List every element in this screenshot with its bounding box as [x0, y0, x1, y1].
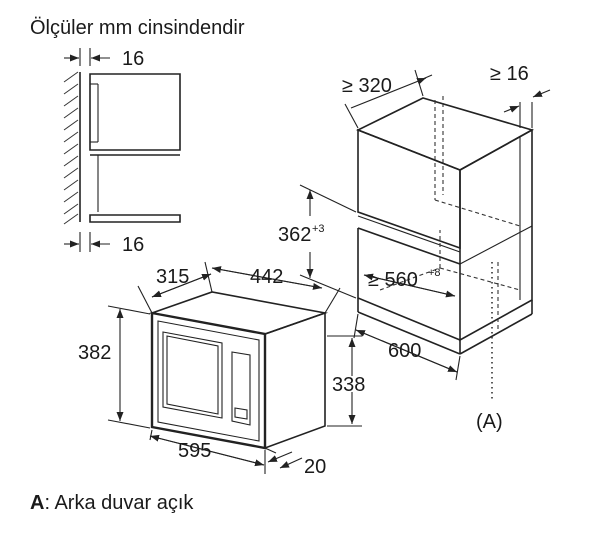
- oven-control-panel: [231, 351, 251, 426]
- oven-display: [234, 407, 248, 420]
- microwave-oven: 315 442 382 338 595 20: [78, 261, 365, 478]
- oven-top-face: [148, 291, 329, 335]
- cabinet-niche-height-label: 362: [278, 224, 311, 246]
- oven-width-top-label: 442: [250, 266, 283, 288]
- cabinet-width-label: 600: [388, 340, 421, 362]
- side-top-gap-label: 16: [122, 48, 144, 70]
- legend: A: Arka duvar açık: [30, 492, 194, 514]
- oven-width-front-label: 595: [178, 440, 211, 462]
- rear-opening-marker: (A): [476, 411, 503, 433]
- oven-height-body-label: 338: [332, 374, 365, 396]
- cabinet-niche-width-label: ≥ 560: [368, 269, 418, 291]
- side-section-detail: 16 16: [63, 48, 181, 256]
- wall-hatching: [63, 71, 79, 225]
- units-note: Ölçüler mm cinsindendir: [30, 17, 245, 39]
- cabinet-top-face: [356, 97, 535, 171]
- cabinet-upper-front: [357, 128, 461, 250]
- legend-key: A: [30, 492, 44, 514]
- cabinet-niche-width-tolerance: +8: [428, 267, 441, 279]
- lower-cabinet-shelf: [89, 214, 181, 223]
- cabinet-min-rear-gap-label: ≥ 16: [490, 63, 529, 85]
- upper-cabinet-section: [89, 73, 181, 151]
- oven-depth-label: 315: [156, 266, 189, 288]
- oven-side-face: [264, 311, 326, 450]
- side-bottom-gap-label: 16: [122, 234, 144, 256]
- cabinet-niche-height-tolerance: +3: [312, 223, 325, 235]
- cabinet-side: [459, 128, 533, 342]
- cabinet-min-depth-label: ≥ 320: [342, 75, 392, 97]
- oven-frame-depth-label: 20: [304, 456, 326, 478]
- oven-door-window: [162, 331, 223, 419]
- oven-height-outer-label: 382: [78, 342, 111, 364]
- legend-text: : Arka duvar açık: [44, 492, 194, 514]
- installation-cabinet: ≥ 320 ≥ 16 362 +3 ≥ 560 +8 600 (A): [278, 63, 551, 433]
